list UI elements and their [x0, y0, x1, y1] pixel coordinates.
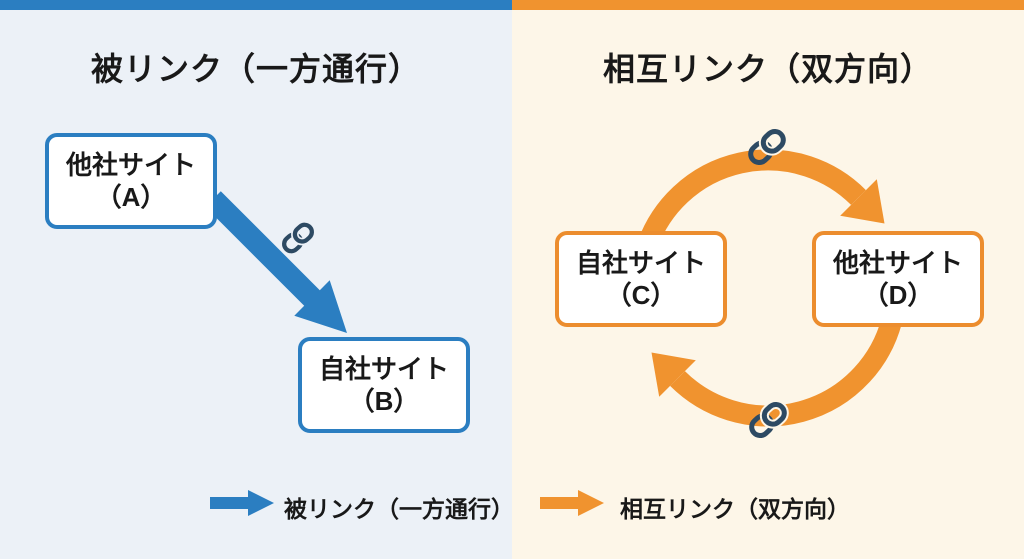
mutual-title: 相互リンク（双方向）	[602, 51, 933, 87]
legend-mutual-label: 相互リンク（双方向）	[620, 496, 850, 522]
site-box-c-id: （C）	[605, 280, 677, 310]
site-box-a: 他社サイト （A）	[45, 133, 217, 229]
site-box-d: 他社サイト （D）	[812, 231, 984, 327]
site-box-c: 自社サイト （C）	[555, 231, 727, 327]
site-box-d-name: 他社サイト	[832, 247, 963, 278]
site-box-a-id: （A）	[95, 182, 167, 212]
site-box-b: 自社サイト （B）	[298, 337, 470, 433]
site-box-b-id: （B）	[348, 386, 420, 416]
site-box-d-id: （D）	[862, 280, 934, 310]
site-box-a-name: 他社サイト	[65, 149, 196, 180]
accent-bar-orange	[512, 0, 1024, 10]
site-box-b-name: 自社サイト	[318, 353, 449, 384]
site-box-c-name: 自社サイト	[575, 247, 706, 278]
one-way-title: 被リンク（一方通行）	[90, 51, 421, 87]
legend-one-way-label: 被リンク（一方通行）	[284, 496, 514, 522]
accent-bar-blue	[0, 0, 512, 10]
